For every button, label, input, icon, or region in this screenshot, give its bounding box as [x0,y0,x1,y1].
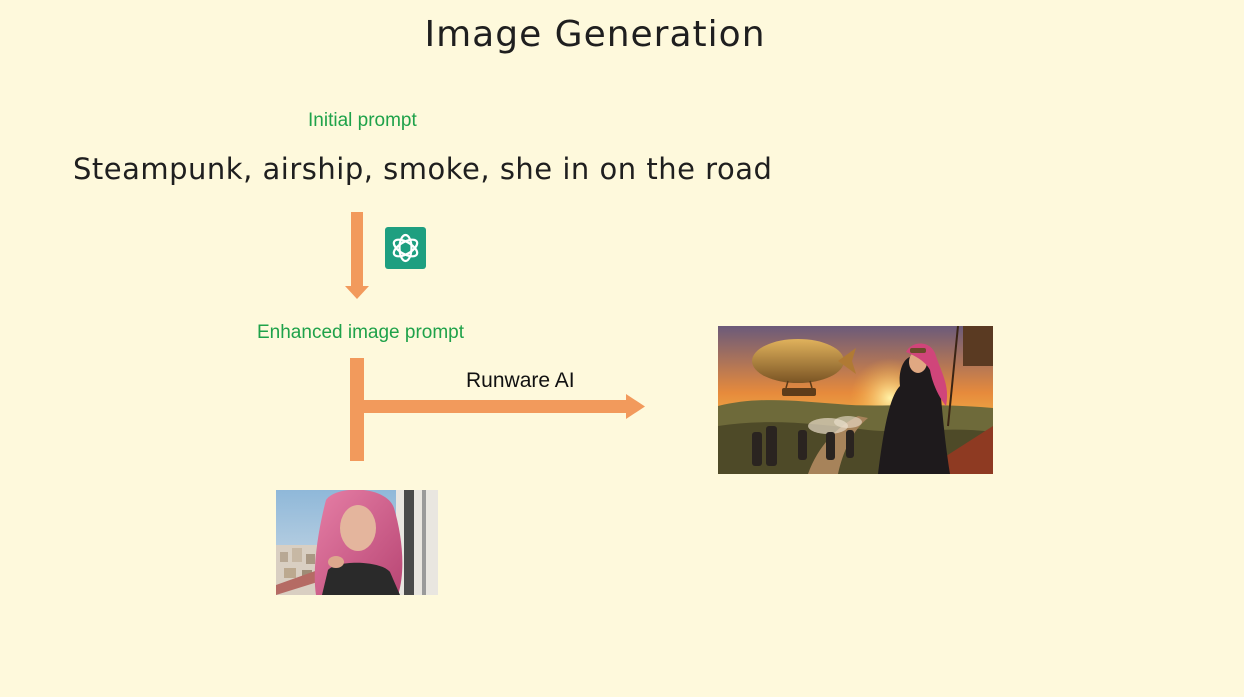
enhanced-prompt-label: Enhanced image prompt [257,322,465,343]
reference-portrait-image [276,490,438,595]
down-arrow [345,212,369,299]
initial-prompt-label: Initial prompt [308,110,417,131]
generated-steampunk-image [718,326,993,474]
right-arrow [364,394,645,419]
runware-ai-label: Runware AI [466,369,575,392]
openai-logo-icon [385,227,426,269]
enhanced-prompt-connector [350,358,364,461]
page-title: Image Generation [424,14,766,55]
initial-prompt-text: Steampunk, airship, smoke, she in on the… [73,152,773,186]
